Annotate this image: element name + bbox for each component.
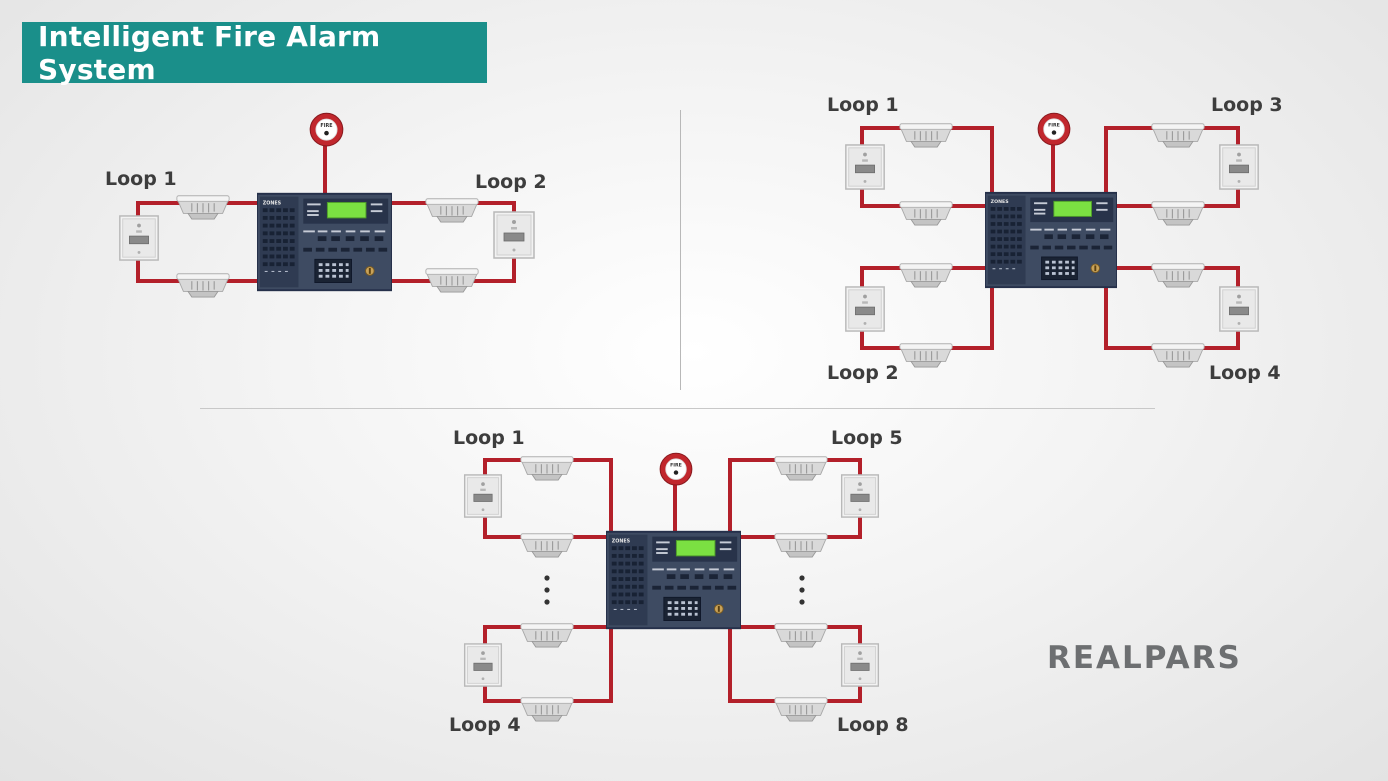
loop-label: Loop 1 (827, 94, 899, 116)
smoke-detector-icon (520, 456, 574, 481)
call-point-icon (463, 643, 503, 687)
smoke-detector-icon (1151, 123, 1205, 148)
smoke-detector-icon (1151, 343, 1205, 368)
realpars-logo: REALPARS (1047, 640, 1242, 676)
control-panel-icon (985, 191, 1117, 289)
call-point-icon (840, 643, 880, 687)
vertical-divider (680, 110, 681, 390)
smoke-detector-icon (899, 201, 953, 226)
fire-alarm-bell-icon (1037, 112, 1071, 146)
smoke-detector-icon (520, 623, 574, 648)
loop-label: Loop 2 (475, 171, 547, 193)
smoke-detector-icon (774, 697, 828, 722)
ellipsis-dots (544, 575, 805, 605)
smoke-detector-icon (899, 343, 953, 368)
fire-alarm-bell-icon (309, 112, 344, 147)
smoke-detector-icon (425, 198, 479, 223)
call-point-icon (119, 215, 159, 261)
smoke-detector-icon (520, 697, 574, 722)
loop-label: Loop 2 (827, 362, 899, 384)
loop-label: Loop 4 (1209, 362, 1281, 384)
smoke-detector-icon (520, 533, 574, 558)
loop-label: Loop 5 (831, 427, 903, 449)
page-title: Intelligent Fire Alarm System (22, 20, 487, 86)
call-point-icon (463, 474, 503, 518)
smoke-detector-icon (899, 263, 953, 288)
smoke-detector-icon (425, 268, 479, 293)
smoke-detector-icon (176, 273, 230, 298)
smoke-detector-icon (1151, 201, 1205, 226)
smoke-detector-icon (176, 195, 230, 220)
control-panel-icon (606, 530, 741, 630)
smoke-detector-icon (774, 533, 828, 558)
loop-label: Loop 8 (837, 714, 909, 736)
loop-label: Loop 3 (1211, 94, 1283, 116)
loop-label: Loop 1 (453, 427, 525, 449)
control-panel-icon (257, 192, 392, 292)
smoke-detector-icon (899, 123, 953, 148)
horizontal-divider (200, 408, 1155, 409)
smoke-detector-icon (1151, 263, 1205, 288)
call-point-icon (845, 286, 885, 332)
loop-label: Loop 4 (449, 714, 521, 736)
fire-alarm-bell-icon (659, 452, 693, 486)
smoke-detector-icon (774, 623, 828, 648)
call-point-icon (1219, 286, 1259, 332)
call-point-icon (845, 144, 885, 190)
smoke-detector-icon (774, 456, 828, 481)
call-point-icon (840, 474, 880, 518)
loop-label: Loop 1 (105, 168, 177, 190)
call-point-icon (493, 211, 535, 259)
call-point-icon (1219, 144, 1259, 190)
